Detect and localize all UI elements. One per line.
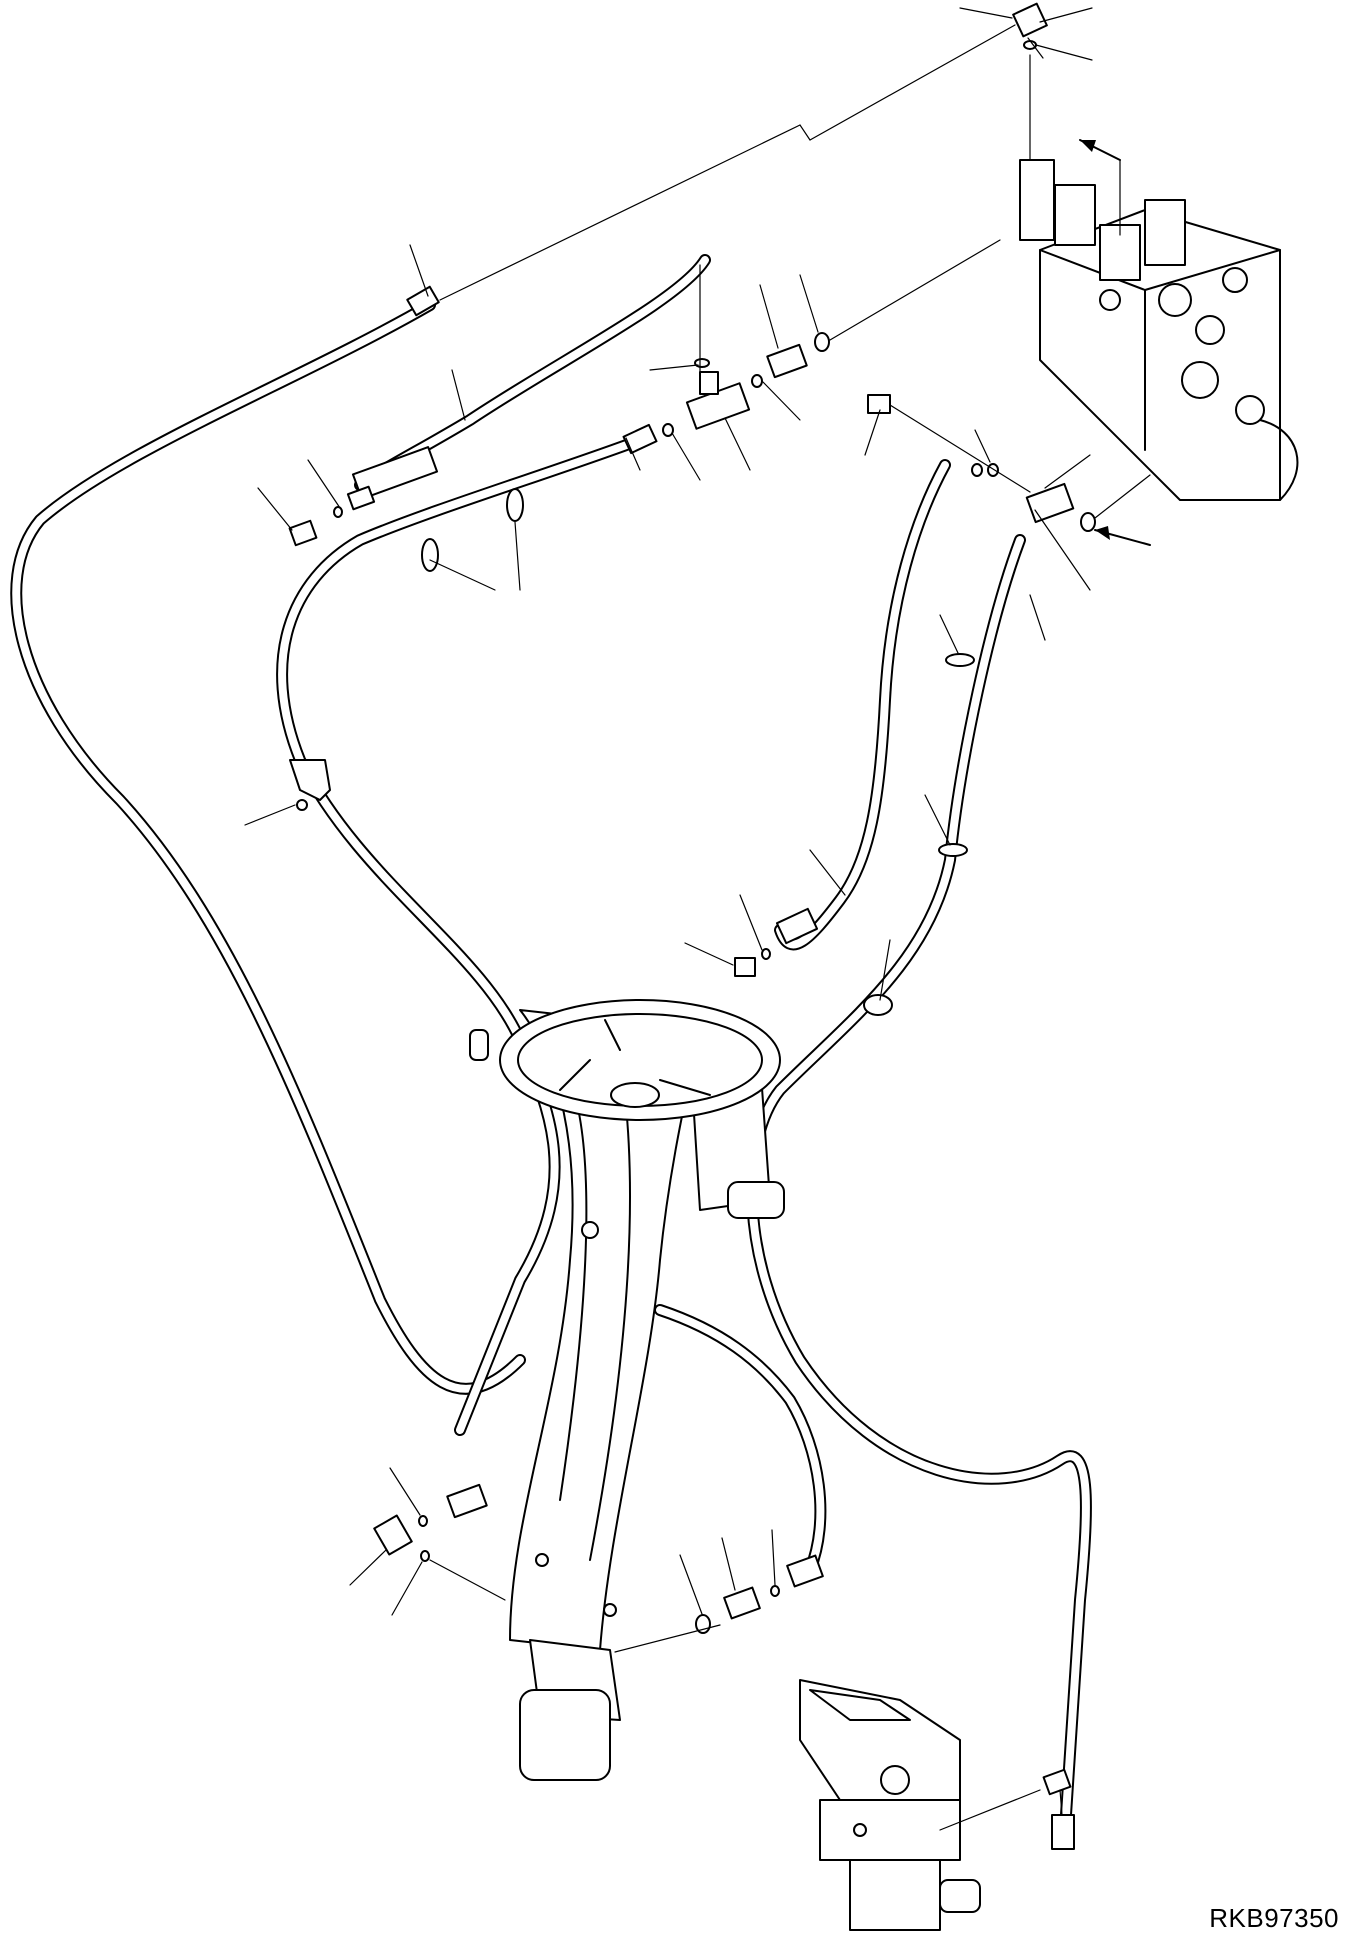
elbow-fitting-left [373,1514,413,1556]
hose-band-clip-4 [938,843,968,857]
hose-upper-center [354,254,711,491]
adapter-valve [766,343,808,379]
pedal-valve [799,1679,981,1931]
hose-column-right [654,1304,827,1576]
hose-end-fitting-upper [622,423,658,455]
drawing-number-label: RKB97350 [1209,1903,1339,1933]
nut-upper [867,394,891,414]
hose-band-clip-3 [945,653,975,667]
adapter-lower-right [723,1586,761,1620]
hose-band-clip-5 [863,994,893,1016]
hose-right-to-pedal [746,534,1092,1836]
hose-end-fitting-center [775,907,819,945]
hose-clamp-bracket [289,759,331,811]
main-control-valve [1019,159,1299,501]
hose-right-center [774,459,951,951]
hose-band-clip-2 [506,488,524,522]
adapter-left [346,485,376,511]
elbow-fitting-top [1012,2,1048,38]
tee-fitting [685,371,751,430]
steering-wheel [469,999,781,1121]
hose-end-fitting-lower-left [446,1483,488,1519]
callout-leaders [244,7,1151,1831]
hose-sleeve-guard [351,446,439,500]
steering-column [509,1009,785,1781]
hose-center-left [276,434,646,1436]
plug-left [288,519,318,547]
tee-fitting-right [1025,482,1075,524]
hose-end-fitting-top-left [406,285,440,317]
hose-end-fitting-lower-right [786,1554,824,1588]
hose-band-clip-1 [421,538,439,572]
plug-center [734,957,756,977]
hose-left-outer [10,299,526,1395]
direction-arrows [1079,139,1151,546]
hose-end-fitting-pedal [1051,1814,1075,1850]
o-rings [333,40,1096,1634]
